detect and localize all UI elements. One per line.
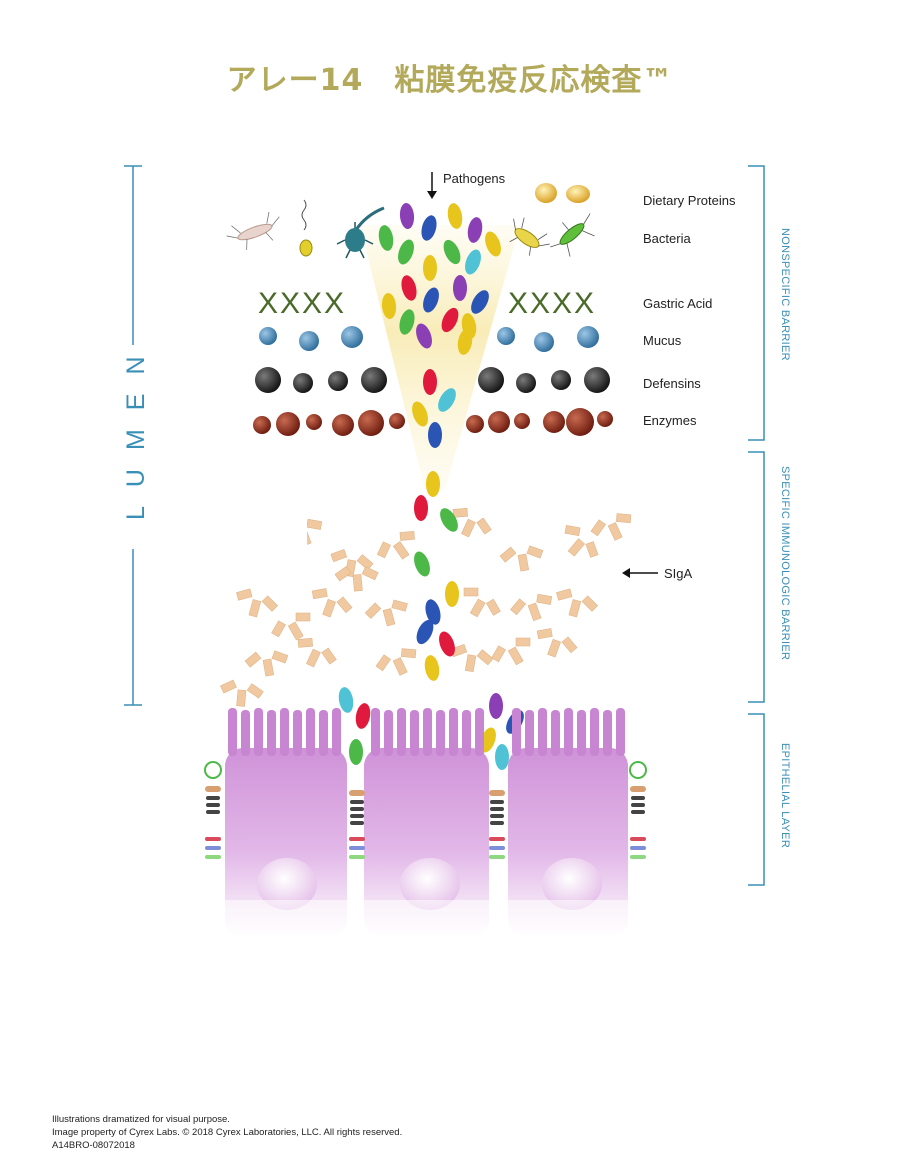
bacteria-icons bbox=[226, 199, 595, 259]
footer-copyright: Image property of Cyrex Labs. © 2018 Cyr… bbox=[52, 1127, 403, 1138]
footer-code: A14BRO-08072018 bbox=[52, 1140, 135, 1151]
enzyme-spheres bbox=[253, 408, 613, 436]
right-brackets bbox=[748, 165, 765, 886]
mucus-label: Mucus bbox=[643, 333, 682, 348]
dietary-proteins-label: Dietary Proteins bbox=[643, 193, 736, 208]
specific-barrier-label: SPECIFIC IMMUNOLOGIC BARRIER bbox=[779, 466, 791, 661]
mucus-spheres bbox=[259, 326, 599, 352]
lumen-label-wrap: LUMEN bbox=[120, 337, 307, 549]
epithelial-cell bbox=[508, 708, 628, 938]
lumen-bracket bbox=[124, 165, 142, 706]
epithelial-cells bbox=[200, 708, 660, 945]
siga-arrow bbox=[622, 568, 658, 578]
siga-label: SIgA bbox=[664, 566, 693, 581]
gastric-acid-marks: XXXX XXXX bbox=[258, 287, 596, 320]
gastric-acid-right: XXXX bbox=[508, 287, 596, 320]
epithelial-cell bbox=[364, 708, 489, 938]
gastric-acid-left: XXXX bbox=[258, 287, 346, 320]
gastric-acid-label: Gastric Acid bbox=[643, 296, 713, 311]
page-title: アレー14 粘膜免疫反応検査™ bbox=[226, 63, 674, 98]
pathogens-label: Pathogens bbox=[443, 171, 506, 186]
penetration-cone bbox=[360, 225, 520, 490]
epithelial-cell bbox=[225, 708, 347, 938]
footer-disclaimer: Illustrations dramatized for visual purp… bbox=[52, 1114, 230, 1125]
lumen-label: LUMEN bbox=[122, 337, 150, 520]
defensins-label: Defensins bbox=[643, 376, 701, 391]
defensin-spheres bbox=[255, 367, 610, 393]
epithelial-layer-label: EPITHELIAL LAYER bbox=[779, 743, 791, 849]
bacteria-label: Bacteria bbox=[643, 231, 691, 246]
pathogens-arrow bbox=[427, 172, 437, 199]
tight-junctions bbox=[204, 761, 647, 859]
enzymes-label: Enzymes bbox=[643, 413, 697, 428]
dietary-protein-icons bbox=[535, 183, 590, 203]
nonspecific-barrier-label: NONSPECIFIC BARRIER bbox=[779, 228, 791, 361]
siga-antibodies bbox=[220, 507, 632, 707]
pathogen-particles bbox=[338, 203, 524, 770]
